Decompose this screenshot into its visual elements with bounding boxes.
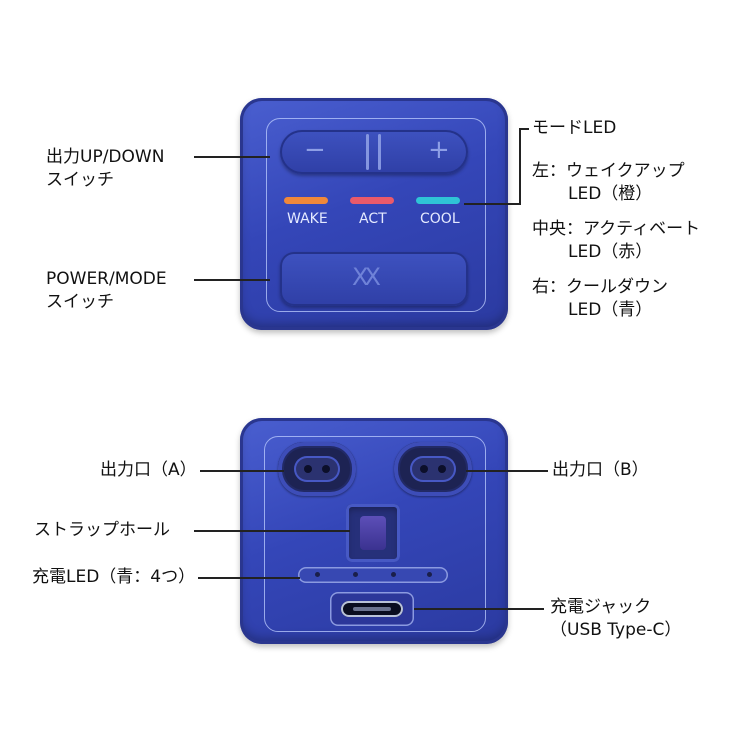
port-b-pin-right <box>438 465 446 473</box>
output-updown-switch[interactable]: − + <box>280 130 468 174</box>
usb-c-opening <box>341 601 403 617</box>
leader-output-a <box>200 470 284 472</box>
switch-divider-right <box>378 134 381 170</box>
leader-output-updown <box>194 156 270 158</box>
plus-icon: + <box>428 135 450 165</box>
charge-led-3 <box>391 572 396 577</box>
strap-hole-inner <box>360 516 386 550</box>
label-center-led: 中央：アクティベート LED（赤） <box>532 219 701 262</box>
brand-logo-icon: XX <box>352 263 381 291</box>
leader-mode-led-h <box>464 203 520 205</box>
leader-charge-jack <box>414 608 544 610</box>
leader-charge-led <box>198 577 300 579</box>
port-b-pin-left <box>420 465 428 473</box>
label-output-updown: 出力UP/DOWN スイッチ <box>46 147 165 190</box>
bottom-device-body <box>240 418 508 644</box>
leader-power-mode <box>194 279 270 281</box>
charge-led-4 <box>427 572 432 577</box>
leader-strap-hole <box>194 530 350 532</box>
charge-led-strip <box>298 567 448 583</box>
label-strap-hole: ストラップホール <box>34 520 170 540</box>
wake-led <box>284 197 328 204</box>
cool-led <box>416 197 460 204</box>
bottom-device-panel <box>264 436 486 632</box>
charge-led-2 <box>353 572 358 577</box>
minus-icon: − <box>304 135 326 165</box>
switch-divider-left <box>366 134 369 170</box>
output-port-a[interactable] <box>278 442 356 496</box>
usb-c-port[interactable] <box>330 592 414 626</box>
act-led-label: ACT <box>359 211 387 227</box>
act-led <box>350 197 394 204</box>
leader-mode-led-top <box>519 128 529 130</box>
label-right-led: 右：クールダウン LED（青） <box>532 277 668 320</box>
leader-mode-led-v <box>519 128 521 205</box>
label-mode-led: モードLED <box>532 118 617 138</box>
top-device-panel <box>266 118 486 312</box>
output-port-b[interactable] <box>394 442 472 496</box>
charge-led-1 <box>315 572 320 577</box>
label-charge-jack: 充電ジャック （USB Type-C） <box>550 597 682 640</box>
port-a-pin-right <box>322 465 330 473</box>
label-output-a: 出力口（A） <box>100 460 197 480</box>
label-charge-led: 充電LED（青：4つ） <box>32 567 196 587</box>
top-device-body: − + WAKE ACT COOL XX <box>240 98 508 330</box>
strap-hole <box>346 504 400 562</box>
label-left-led: 左：ウェイクアップ LED（橙） <box>532 161 685 204</box>
power-mode-switch[interactable]: XX <box>280 252 468 306</box>
label-power-mode: POWER/MODE スイッチ <box>46 269 167 312</box>
label-output-b: 出力口（B） <box>552 460 649 480</box>
leader-output-b <box>466 470 548 472</box>
wake-led-label: WAKE <box>287 211 328 227</box>
port-a-pin-left <box>304 465 312 473</box>
cool-led-label: COOL <box>420 211 460 227</box>
